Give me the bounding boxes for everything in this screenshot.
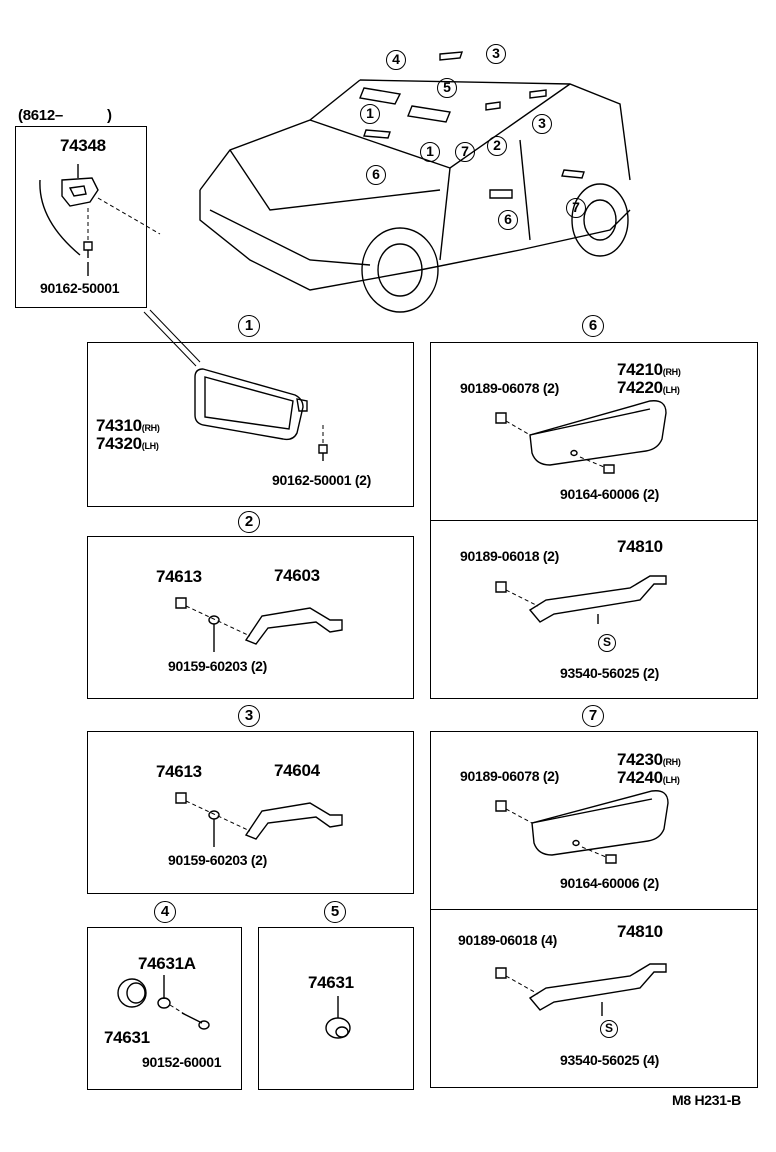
section-3-label: 3 — [238, 705, 260, 727]
part-90189-06018-a: 90189-06018 (2) — [460, 548, 560, 564]
inset-part-90162: 90162-50001 — [40, 280, 120, 296]
part-74310: 74310(RH) — [96, 416, 160, 435]
inset-date-range: (8612– ) — [18, 107, 112, 124]
part-74613-b: 74613 — [156, 762, 202, 781]
part-74631-a: 74631 — [104, 1028, 150, 1047]
section-6-label: 6 — [582, 315, 604, 337]
inset-part-74348: 74348 — [60, 136, 106, 155]
part-74810-a: 74810 — [617, 537, 663, 556]
armrest-6-drawing — [495, 400, 667, 474]
part-90189-06018-b: 90189-06018 (4) — [458, 932, 558, 948]
armrest-7-drawing — [495, 790, 669, 864]
inset-sunvisor-holder-drawing — [39, 164, 201, 367]
part-74613-a: 74613 — [156, 567, 202, 586]
part-90159-60203-a: 90159-60203 (2) — [168, 658, 268, 674]
part-93540-56025-a: 93540-56025 (2) — [560, 665, 660, 681]
part-90162-50001: 90162-50001 (2) — [272, 472, 372, 488]
callout-3-right: 3 — [532, 114, 552, 134]
diagram-code: M8 H231-B — [672, 1092, 741, 1108]
hook-5-drawing — [325, 996, 351, 1039]
callout-5: 5 — [437, 78, 457, 98]
hanger-7-drawing — [495, 963, 667, 1016]
part-74210: 74210(RH) — [617, 360, 681, 379]
section-5-label: 5 — [324, 901, 346, 923]
callout-3-top: 3 — [486, 44, 506, 64]
section-2-label: 2 — [238, 511, 260, 533]
part-90189-06078-a: 90189-06078 (2) — [460, 380, 560, 396]
section-6-divider — [430, 520, 758, 521]
callout-4: 4 — [386, 50, 406, 70]
callout-6-right: 6 — [498, 210, 518, 230]
part-74240: 74240(LH) — [617, 768, 680, 787]
callout-7-right: 7 — [566, 198, 586, 218]
part-93540-56025-b: 93540-56025 (4) — [560, 1052, 660, 1068]
callout-2: 2 — [487, 136, 507, 156]
part-90159-60203-b: 90159-60203 (2) — [168, 852, 268, 868]
section-7-label: 7 — [582, 705, 604, 727]
section-7-divider — [430, 909, 758, 910]
part-74810-b: 74810 — [617, 922, 663, 941]
part-90189-06078-b: 90189-06078 (2) — [460, 768, 560, 784]
part-74230: 74230(RH) — [617, 750, 681, 769]
section-5-box — [258, 927, 414, 1090]
section-4-label: 4 — [154, 901, 176, 923]
callout-1-right: 1 — [420, 142, 440, 162]
part-90164-60006-b: 90164-60006 (2) — [560, 875, 660, 891]
inset-box — [15, 126, 147, 308]
sun-visor-drawing — [194, 368, 328, 461]
section-3-box — [87, 731, 414, 894]
part-74631A: 74631A — [138, 954, 196, 973]
car-body-drawing — [199, 51, 631, 313]
part-90152-60001: 90152-60001 — [142, 1054, 222, 1070]
section-2-box — [87, 536, 414, 699]
callout-6-left: 6 — [366, 165, 386, 185]
section-1-box — [87, 342, 414, 507]
section-1-label: 1 — [238, 315, 260, 337]
hook-4-drawing — [117, 975, 210, 1030]
part-74603: 74603 — [274, 566, 320, 585]
section-4-box — [87, 927, 242, 1090]
part-74631-b: 74631 — [308, 973, 354, 992]
part-74220: 74220(LH) — [617, 378, 680, 397]
callout-7-center: 7 — [455, 142, 475, 162]
part-74604: 74604 — [274, 761, 320, 780]
s-mark-a: S — [598, 634, 616, 652]
part-74320: 74320(LH) — [96, 434, 159, 453]
part-90164-60006-a: 90164-60006 (2) — [560, 486, 660, 502]
callout-1-left: 1 — [360, 104, 380, 124]
assist-grip-3-drawing — [175, 792, 343, 847]
s-mark-b: S — [600, 1020, 618, 1038]
hanger-6-drawing — [495, 575, 667, 624]
assist-grip-2-drawing — [175, 597, 343, 652]
